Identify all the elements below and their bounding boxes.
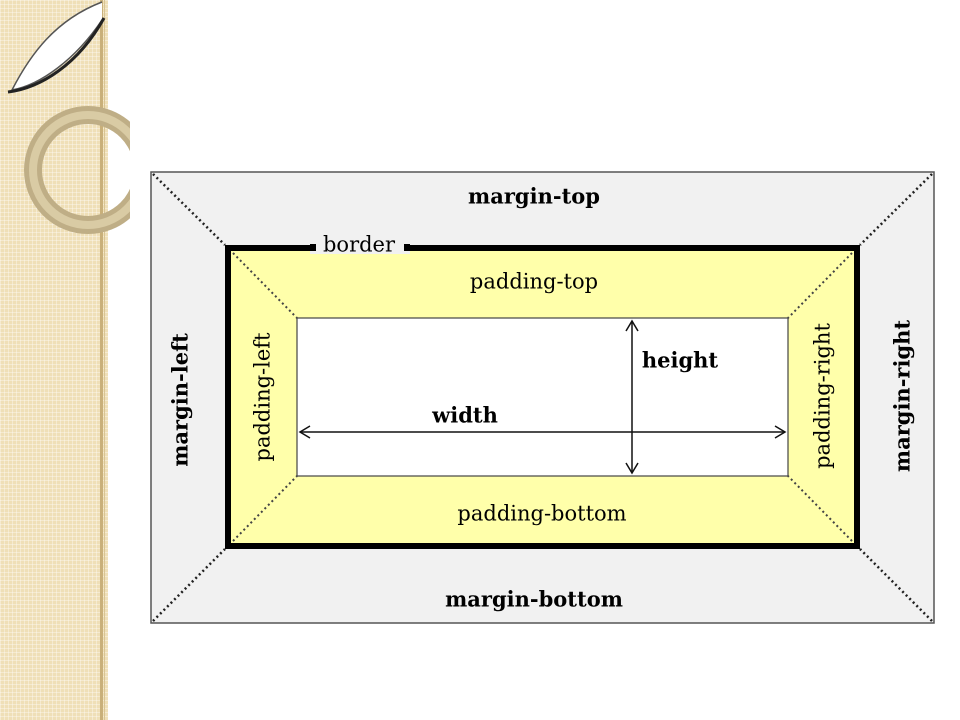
height-label: height	[641, 347, 719, 373]
padding-top-label: padding-top	[469, 269, 599, 294]
margin-left-label: margin-left	[167, 333, 193, 467]
margin-top-label: margin-top	[468, 183, 600, 209]
content-area	[296, 317, 789, 477]
padding-left-label: padding-left	[250, 332, 275, 462]
margin-right-label: margin-right	[889, 319, 915, 473]
side-strip-edge	[100, 0, 103, 720]
side-strip-edge-line	[104, 0, 105, 720]
border-label: border	[322, 232, 396, 257]
border-label-gap	[310, 240, 410, 254]
decorative-swirl-icon	[7, 1, 130, 234]
padding-right-label: padding-right	[810, 323, 835, 469]
margin-bottom-label: margin-bottom	[445, 586, 623, 612]
height-arrow	[625, 319, 639, 475]
padding-bottom-label: padding-bottom	[457, 501, 627, 526]
width-label: width	[432, 402, 498, 428]
padding-corner-lines	[232, 252, 853, 542]
margin-corner-lines	[152, 173, 933, 622]
width-arrow	[298, 425, 787, 439]
